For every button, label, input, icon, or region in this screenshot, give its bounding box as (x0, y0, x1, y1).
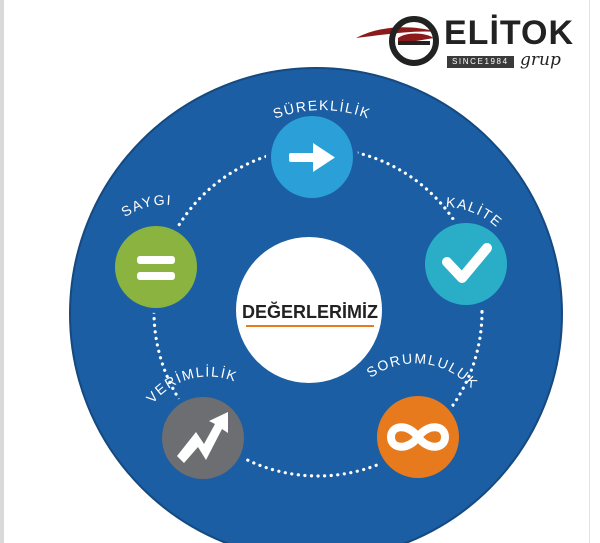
value-node-verimlilik (157, 392, 249, 484)
value-node-kalite (420, 218, 512, 310)
checkmark-icon (442, 243, 492, 283)
infinity-icon (386, 423, 450, 451)
center-circle (236, 237, 382, 383)
equals-icon (137, 256, 175, 280)
arrow-right-icon (289, 143, 335, 172)
left-border (0, 0, 4, 543)
right-border (589, 0, 590, 543)
logo-emblem-icon (356, 16, 439, 66)
value-node-sorumluluk (372, 391, 464, 483)
logo-group-text: grup (520, 50, 561, 70)
value-node-sureklilik (266, 111, 358, 203)
elitok-logo: ELİTOK SINCE1984 grup (354, 8, 590, 72)
value-node-saygi (110, 221, 202, 313)
center-title: DEĞERLERİMİZ (241, 302, 378, 322)
trend-up-arrow-icon (177, 412, 228, 463)
center-title-underline (246, 325, 374, 327)
logo-wordmark: ELİTOK (444, 14, 575, 52)
logo-since-badge: SINCE1984 (447, 56, 514, 68)
